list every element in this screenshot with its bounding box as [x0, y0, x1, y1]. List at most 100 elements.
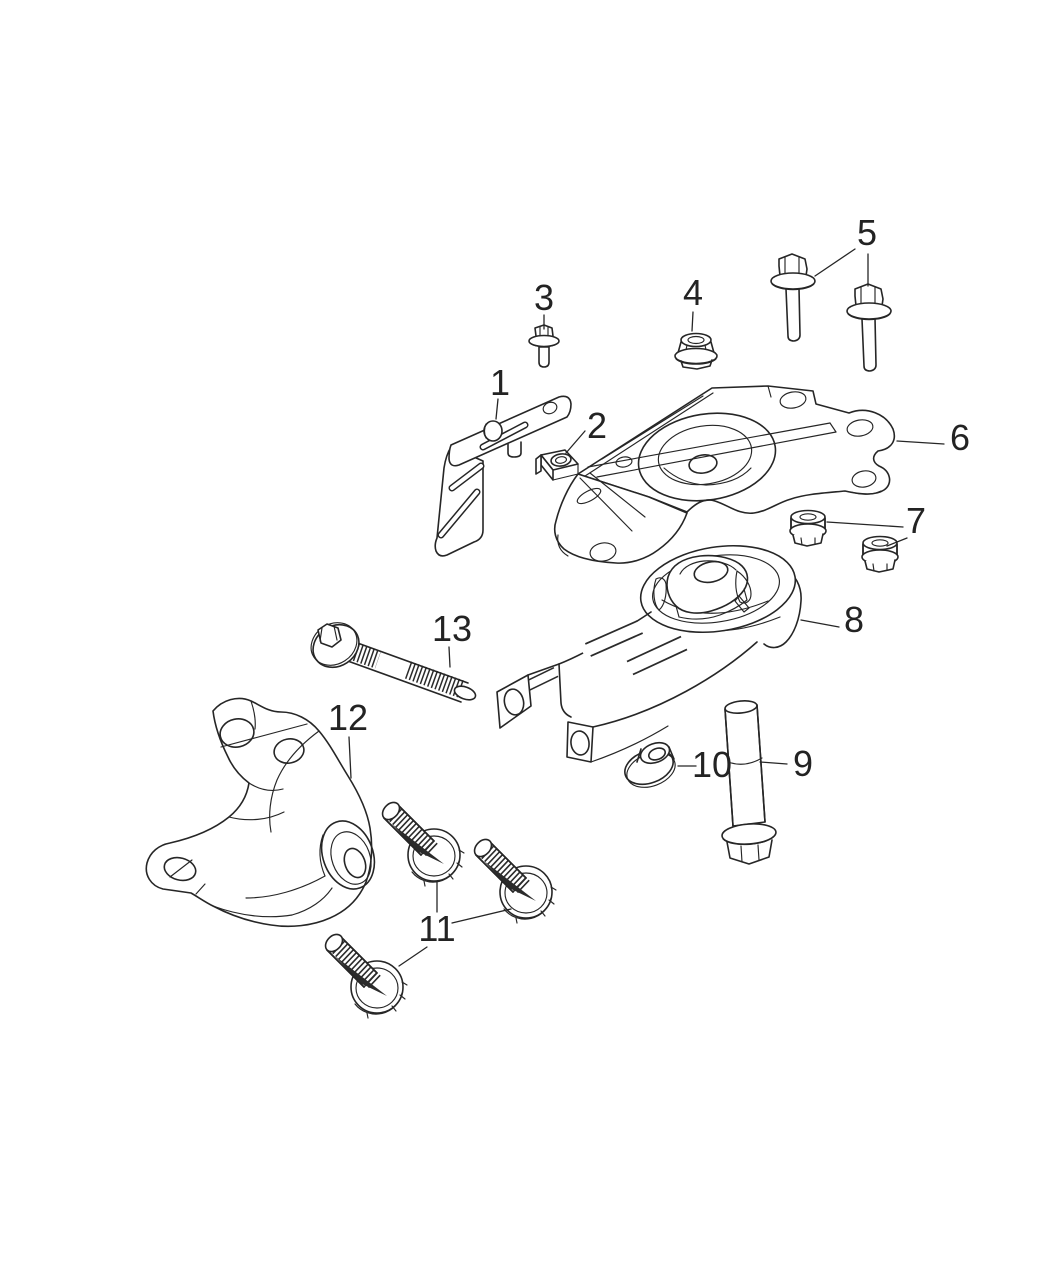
- callout-12: 12: [328, 697, 368, 779]
- boss-mid: [330, 831, 372, 885]
- callout-12-leader: [348, 736, 352, 779]
- part-flange-nut-10: [624, 741, 676, 788]
- lower-lobe-hole: [851, 470, 877, 488]
- callout-9-leader: [759, 761, 788, 765]
- arm-bottom-edge: [592, 641, 758, 728]
- callout-8: 8: [800, 599, 864, 640]
- callout-7-label: 7: [906, 500, 926, 541]
- arm-slot-hole: [163, 856, 197, 882]
- callout-6-label: 6: [950, 417, 970, 458]
- callout-7: 7: [826, 500, 926, 547]
- body-right-bulge: [763, 564, 802, 649]
- part-u-nut-clip: [535, 449, 579, 481]
- clip-lip: [535, 454, 542, 475]
- bend-barrel: [483, 420, 503, 442]
- nut10-hole: [647, 747, 667, 761]
- callout-5-leader-a: [814, 248, 856, 277]
- plate-hole: [542, 401, 558, 415]
- boss-outer: [320, 820, 376, 890]
- bolt9-hex: [726, 839, 773, 865]
- leg-slots: [437, 462, 485, 539]
- part-bolt-13: [310, 622, 477, 703]
- nut4-top: [680, 332, 712, 348]
- center-hole: [688, 454, 718, 474]
- center-recess-outer: [637, 412, 777, 502]
- callout-13: 13: [432, 608, 472, 668]
- void-left: [653, 577, 667, 611]
- callout-11-label: 11: [418, 908, 455, 949]
- callout-12-label: 12: [328, 697, 368, 738]
- center-recess-inner: [657, 424, 753, 486]
- callout-4-leader: [691, 311, 694, 332]
- part-spacer-nut-b: [861, 535, 899, 573]
- right-lobe-hole: [846, 419, 874, 437]
- callout-6-leader: [896, 440, 945, 445]
- callout-5-label: 5: [857, 212, 877, 253]
- callout-10: 10: [677, 744, 732, 785]
- boss-hole: [343, 847, 367, 879]
- bolt3-shaft: [538, 346, 550, 368]
- gusset-details: [557, 472, 646, 557]
- casting-hole-2: [273, 738, 305, 764]
- callout-9-label: 9: [793, 743, 813, 784]
- gusset-outline: [553, 473, 688, 564]
- callout-3-label: 3: [534, 277, 554, 318]
- prong1-top-edge: [527, 663, 560, 676]
- clip-hole: [550, 453, 572, 467]
- prong2-bottom-edge: [590, 725, 669, 763]
- callout-8-label: 8: [844, 599, 864, 640]
- bolt9-tip: [724, 700, 758, 714]
- callout-11-leader-c: [398, 946, 428, 967]
- recess-cone-line: [663, 467, 752, 486]
- part-small-bolt: [528, 324, 560, 368]
- callout-1: 1: [490, 362, 510, 420]
- ring-inner-rim: [661, 599, 769, 614]
- prong1-hole: [503, 688, 525, 716]
- prong1-face: [496, 674, 532, 729]
- callout-13-label: 13: [432, 608, 472, 649]
- part-torque-strut-mount: [496, 544, 802, 763]
- callout-11-leader-b: [451, 908, 512, 924]
- callout-4: 4: [683, 272, 703, 332]
- gusset-hole: [589, 542, 617, 562]
- plate-stud: [507, 441, 522, 458]
- callout-2: 2: [565, 405, 607, 454]
- part-upper-mount-bracket-plate: [553, 385, 896, 564]
- callout-7-leader-a: [826, 521, 904, 528]
- callout-2-leader: [565, 430, 586, 454]
- callout-13-leader: [448, 646, 451, 668]
- plate-slot: [479, 421, 529, 451]
- gusset-slot: [576, 487, 602, 505]
- callout-11: 11: [398, 881, 512, 967]
- callout-4-label: 4: [683, 272, 703, 313]
- callouts: 1 2 3 4 5 6 7 8: [328, 212, 970, 967]
- callout-2-label: 2: [587, 405, 607, 446]
- void-stem: [734, 595, 750, 613]
- part-flange-nut: [674, 332, 718, 370]
- part-support-bracket: [434, 395, 572, 557]
- casting-outline: [145, 697, 373, 928]
- callout-1-leader: [495, 398, 499, 420]
- part-spacer-nut-a: [789, 509, 827, 547]
- core-hole: [693, 560, 729, 584]
- notch-wall: [558, 663, 572, 718]
- part-mount-bracket-casting: [145, 697, 376, 928]
- core-bevel: [679, 560, 737, 575]
- callout-5: 5: [814, 212, 877, 287]
- nut4-flange: [674, 347, 718, 365]
- casting-surface-lines: [195, 700, 333, 918]
- callout-9: 9: [759, 743, 813, 784]
- callout-7-leader-b: [886, 537, 908, 547]
- callout-3: 3: [534, 277, 554, 330]
- casting-hole-1: [219, 718, 255, 748]
- void-right: [735, 570, 752, 604]
- callout-10-label: 10: [692, 744, 732, 785]
- plate-surface-details: [581, 385, 882, 495]
- callout-8-leader: [800, 619, 840, 628]
- callout-1-label: 1: [490, 362, 510, 403]
- tab-hole: [779, 391, 807, 409]
- core-front-face: [675, 588, 748, 620]
